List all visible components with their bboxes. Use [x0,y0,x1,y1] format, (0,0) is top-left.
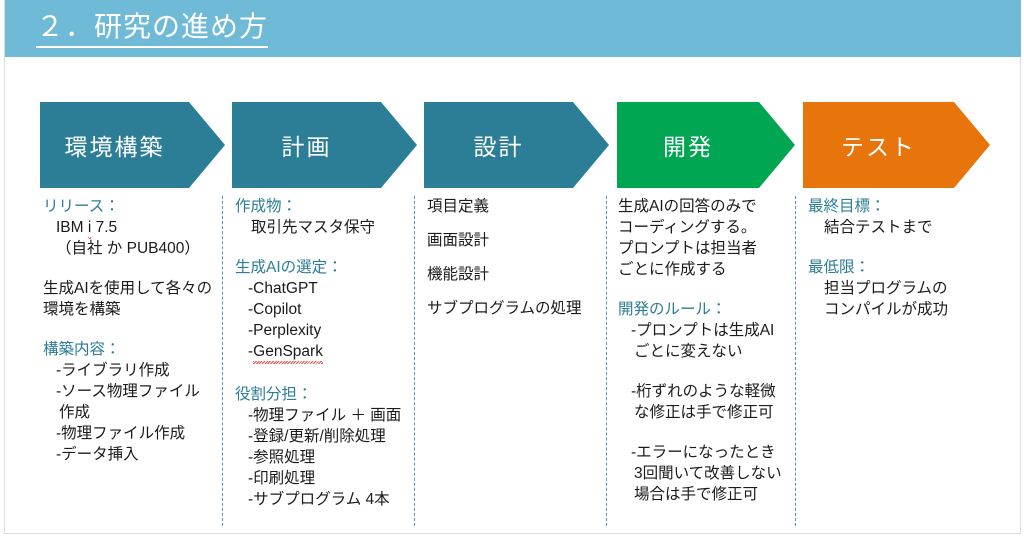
phase-label-development: 開発 [663,134,713,160]
spacer [427,285,603,298]
plan-ai-item: -Perplexity [248,322,322,339]
phase-chevron-test[interactable]: テスト [803,102,990,188]
column-design: 項目定義 画面設計 機能設計 サブプログラムの処理 [427,196,603,319]
process-chevron-row: 環境構築 計画 設計 開発 テスト [0,102,1024,188]
spacer [618,280,794,299]
design-item: 機能設計 [427,266,490,283]
plan-roles-item: -登録/更新/削除処理 [248,428,386,445]
environment-build-item: -ライブラリ作成 [56,362,170,379]
spacer [618,423,794,442]
column-divider-1 [222,196,223,526]
plan-ai-item-genspark: -GenSpark [235,341,411,364]
environment-release-host: （自社 か PUB400） [56,240,200,257]
column-divider-4 [795,196,796,526]
environment-build-item: -データ挿入 [56,446,139,463]
development-rule-line: -エラーになったとき [631,444,776,461]
phase-chevron-plan[interactable]: 計画 [232,102,417,188]
development-rule-line: -プロンプトは生成AI [631,322,775,339]
column-divider-3 [606,196,607,526]
plan-ai-item-dash: - [248,343,254,360]
column-test: 最終目標： 結合テストまで 最低限： 担当プログラムの コンパイルが成功 [808,196,1008,320]
phase-label-plan: 計画 [281,134,332,160]
environment-release-version: IBM i 7.5 [43,217,219,239]
plan-ai-item-genspark-label: GenSpark [253,343,323,364]
spacer [43,320,219,339]
slide-header-band: ２．研究の進め方 [5,0,1021,57]
environment-release-header: リリース： [43,198,120,215]
environment-build-header: 構築内容： [43,341,121,358]
design-item: 項目定義 [427,198,490,215]
column-environment: リリース： IBM i 7.5 （自社 か PUB400） 生成AIを使用して各… [43,196,219,465]
plan-ai-item: -ChatGPT [248,280,318,297]
development-note-line: 生成AIの回答のみで [618,198,757,215]
release-ibm-version: 7.5 [91,219,118,236]
spacer [427,251,603,264]
phase-chevron-development[interactable]: 開発 [617,102,795,188]
environment-build-item: -ソース物理ファイル [56,383,200,400]
plan-roles-item: -印刷処理 [248,470,316,487]
environment-build-item-cont: 作成 [59,404,91,421]
test-minimum-header: 最低限： [808,259,871,276]
design-item: 画面設計 [427,232,490,249]
phase-chevron-design[interactable]: 設計 [424,102,609,188]
spacer [808,238,1008,257]
development-rules-header: 開発のルール： [618,301,727,318]
plan-roles-header: 役割分担： [235,386,313,403]
development-rule-line: な修正は手で修正可 [634,404,774,421]
spacer [427,217,603,230]
plan-ai-selection-header: 生成AIの選定： [235,259,343,276]
column-plan: 作成物： 取引先マスタ保守 生成AIの選定： -ChatGPT -Copilot… [235,196,411,510]
development-rule-line: -桁ずれのような軽微 [631,383,776,400]
phase-label-test: テスト [841,134,916,160]
spacer [618,362,794,381]
plan-roles-item: -参照処理 [248,449,316,466]
development-note-line: プロンプトは担当者 [618,240,758,257]
spacer [235,362,411,384]
spacer [235,238,411,257]
plan-ai-item: -Copilot [248,301,302,318]
development-rule-line: ごとに変えない [634,343,743,360]
development-note-line: コーディングする。 [618,219,757,236]
environment-build-item: -物理ファイル作成 [56,425,186,442]
test-minimum-line: コンパイルが成功 [824,301,949,318]
test-final-goal-header: 最終目標： [808,198,886,215]
phase-chevron-environment[interactable]: 環境構築 [40,102,225,188]
plan-roles-item: -物理ファイル ＋ 画面 [248,407,402,424]
page-title: ２．研究の進め方 [36,10,269,48]
column-divider-2 [414,196,415,526]
plan-deliverable-item: 取引先マスタ保守 [251,219,376,236]
development-rule-line: 場合は手で修正可 [634,486,759,503]
plan-roles-item: -サブプログラム 4本 [248,491,390,508]
spacer [43,259,219,278]
release-ibm-prefix: IBM [56,219,88,236]
plan-deliverable-header: 作成物： [235,198,298,215]
development-rule-line: 3回聞いて改善しない [634,465,782,482]
release-ibm-i-token: i [87,219,92,239]
column-development: 生成AIの回答のみで コーディングする。 プロンプトは担当者 ごとに作成する 開… [618,196,794,505]
phase-label-design: 設計 [473,134,524,160]
phase-label-environment: 環境構築 [64,134,165,160]
test-final-goal-item: 結合テストまで [824,219,933,236]
development-note-line: ごとに作成する [618,261,727,278]
environment-note: 生成AIを使用して各々の環境を構築 [43,280,213,318]
design-item: サブプログラムの処理 [427,300,582,317]
test-minimum-line: 担当プログラムの [824,280,948,297]
